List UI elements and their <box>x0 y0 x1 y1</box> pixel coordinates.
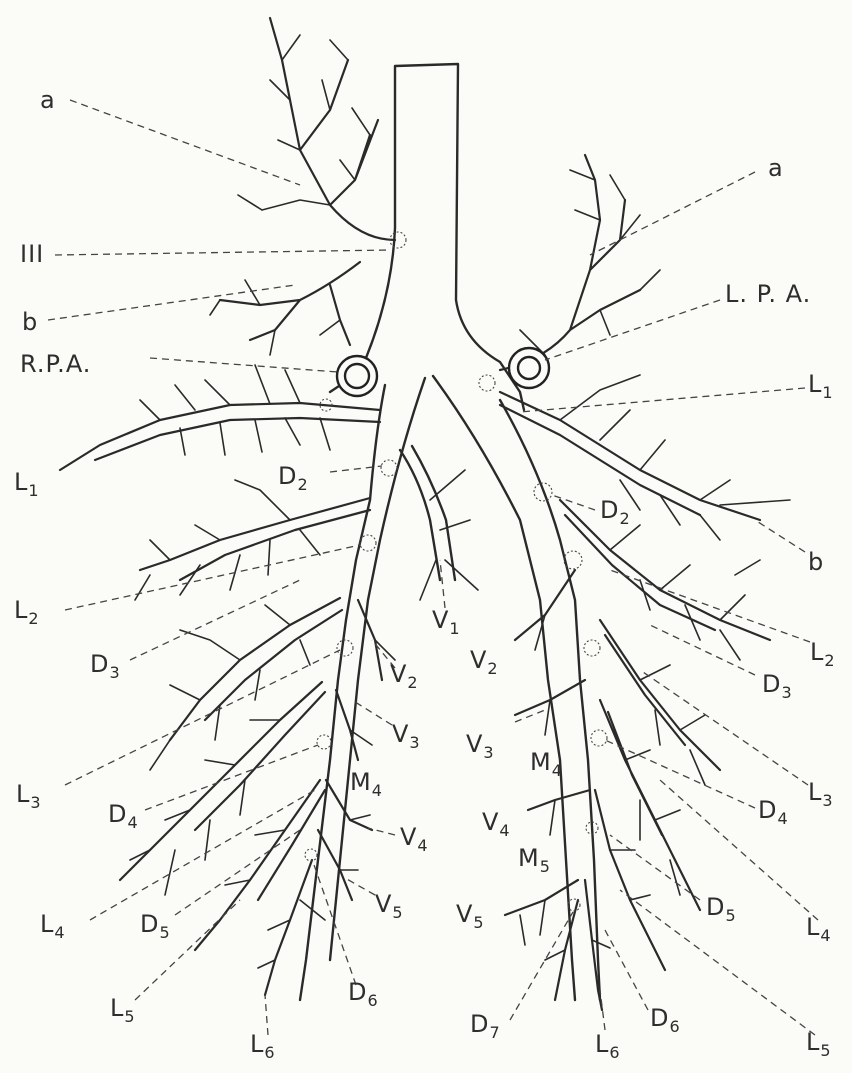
v1-bronchus <box>400 446 455 580</box>
label-l1-right: L1 <box>14 468 40 500</box>
label-v1: V1 <box>432 606 461 638</box>
label-l5-right: L5 <box>110 994 136 1026</box>
right-v-twigs <box>340 640 395 870</box>
label-rpa: R.P.A. <box>20 350 91 378</box>
orifice-marker <box>305 849 317 861</box>
right-lower-twigs <box>225 830 325 968</box>
label-d3-left: D3 <box>762 670 793 702</box>
leader-a-right <box>70 100 300 185</box>
left-main-bronchus <box>433 376 575 1000</box>
leader-v3-right <box>352 700 392 725</box>
leader-d4-right <box>145 745 318 810</box>
orifice-marker <box>479 375 495 391</box>
label-v5-right: V5 <box>375 890 404 922</box>
orifice-marker <box>337 640 353 656</box>
left-pulmonary-artery-lumen <box>518 357 540 379</box>
label-v3-right: V3 <box>392 720 421 752</box>
label-lpa: L. P. A. <box>725 280 811 308</box>
right-l1 <box>60 403 380 470</box>
label-d7-left: D7 <box>470 1010 501 1042</box>
label-b-left: b <box>808 548 824 576</box>
label-l6-right: L6 <box>250 1030 276 1062</box>
right-l3-twigs <box>150 605 310 770</box>
orifice-markers <box>305 232 607 911</box>
label-m4-right: M4 <box>350 768 383 800</box>
label-b-right: b <box>22 308 38 336</box>
left-l3 <box>600 620 720 770</box>
leader-d3-right <box>130 580 300 660</box>
label-v2-left: V2 <box>470 646 499 678</box>
label-d5-right: D5 <box>140 910 171 942</box>
leader-b-left <box>755 520 805 552</box>
leader-rpa <box>150 358 338 372</box>
orifice-marker <box>317 735 331 749</box>
label-a-left: a <box>768 154 784 182</box>
right-l2-twigs <box>135 480 320 600</box>
orifice-marker <box>584 640 600 656</box>
right-l3 <box>170 598 342 740</box>
label-v4-left: V4 <box>482 808 511 840</box>
leader-d5-right <box>175 830 300 915</box>
right-upper-b-twigs <box>210 280 340 355</box>
label-d2-right: D2 <box>278 462 309 494</box>
label-d5-left: D5 <box>706 893 737 925</box>
leader-l2-left <box>610 570 810 642</box>
leader-v1 <box>440 560 445 608</box>
left-l2-twigs <box>610 525 760 660</box>
label-iii: III <box>20 240 44 268</box>
label-d6-right: D6 <box>348 978 379 1010</box>
leader-d5-left <box>610 835 700 900</box>
leader-l6-right <box>265 995 268 1035</box>
right-l4 <box>120 682 325 880</box>
left-l4 <box>600 700 700 910</box>
orifice-marker <box>381 460 397 476</box>
orifice-marker <box>564 551 582 569</box>
label-v5-left: V5 <box>456 900 485 932</box>
right-l1-twigs <box>140 365 330 455</box>
left-l1 <box>500 392 760 520</box>
label-d4-left: D4 <box>758 796 789 828</box>
label-m5-left: M5 <box>518 844 551 876</box>
leader-d2-left <box>552 495 595 510</box>
right-lung-branches <box>60 18 395 995</box>
label-l2-right: L2 <box>14 596 40 628</box>
trachea-and-main-bronchi <box>300 64 600 1000</box>
label-l1-left: L1 <box>808 370 834 402</box>
orifice-marker <box>591 730 607 746</box>
label-l4-right: L4 <box>40 910 66 942</box>
label-d6-left: D6 <box>650 1004 681 1036</box>
left-l2 <box>560 500 770 640</box>
label-v2-right: V2 <box>390 660 419 692</box>
leader-l2-right <box>65 545 360 610</box>
label-d2-left: D2 <box>600 496 631 528</box>
label-l4-left: L4 <box>806 913 832 945</box>
left-upper-lobe <box>500 155 640 370</box>
label-l5-left: L5 <box>806 1028 832 1060</box>
label-d4-right: D4 <box>108 800 139 832</box>
right-pulmonary-artery-lumen <box>345 364 369 388</box>
left-l4-twigs <box>625 750 680 895</box>
left-v-twigs <box>520 615 555 945</box>
leader-iii <box>55 250 390 255</box>
leader-l1-left <box>520 388 805 412</box>
leader-v3-left <box>515 710 545 722</box>
label-v3-left: V3 <box>466 730 495 762</box>
label-l3-right: L3 <box>16 780 42 812</box>
labels: a III b R.P.A. L1 D2 L2 D3 L3 D4 L4 D5 L… <box>14 86 836 1062</box>
label-l2-left: L2 <box>810 638 836 670</box>
left-l3-twigs <box>640 665 705 785</box>
label-v4-right: V4 <box>400 823 429 855</box>
leader-d6-left <box>605 930 648 1010</box>
label-l3-left: L3 <box>808 778 834 810</box>
label-a-right: a <box>40 86 56 114</box>
right-main-bronchus-inner <box>330 378 425 960</box>
right-main-bronchus <box>300 385 385 1000</box>
label-l6-left: L6 <box>595 1030 621 1062</box>
label-d3-right: D3 <box>90 650 121 682</box>
right-upper-b <box>220 262 360 345</box>
